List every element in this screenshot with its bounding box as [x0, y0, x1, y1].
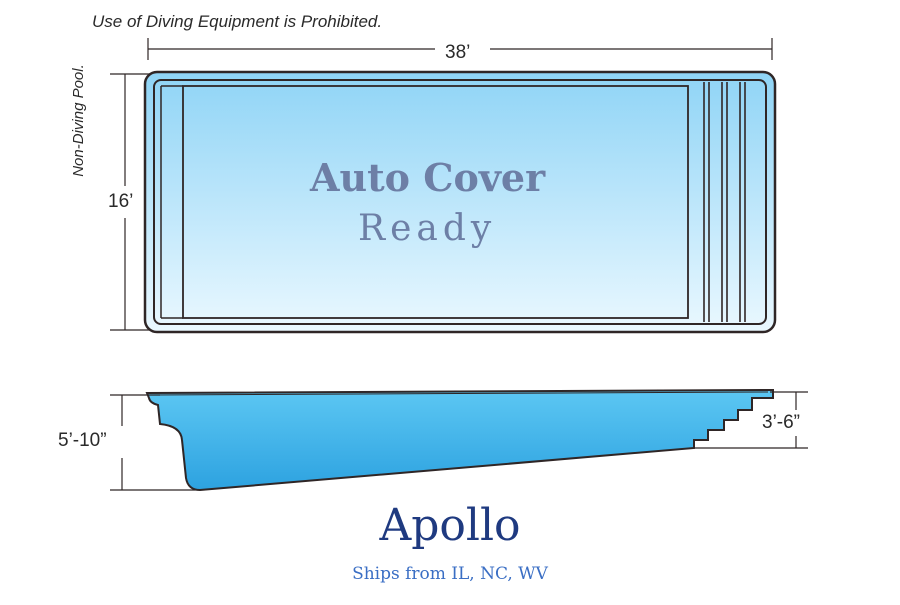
deep-depth-dimension-line: [110, 394, 200, 491]
pool-top-view: [143, 70, 777, 334]
auto-cover-label: Auto Cover: [310, 155, 546, 200]
shipping-info: Ships from IL, NC, WV: [352, 564, 548, 584]
model-name: Apollo: [379, 500, 521, 551]
length-dimension-line: [110, 73, 150, 331]
non-diving-pool-note: Non-Diving Pool.: [69, 64, 87, 177]
entry-steps-top: [703, 82, 746, 322]
shallow-end-depth-label: 3’-6”: [762, 412, 801, 433]
deep-end-depth-label: 5’-10”: [58, 430, 107, 451]
pool-length-label: 16’: [108, 191, 134, 212]
pool-side-profile: [145, 388, 774, 492]
ready-label: Ready: [358, 208, 497, 249]
shallow-depth-dimension-line: [694, 391, 808, 449]
pool-width-label: 38’: [445, 42, 471, 63]
width-dimension-line: [147, 38, 773, 60]
diving-prohibited-notice: Use of Diving Equipment is Prohibited.: [92, 12, 383, 31]
